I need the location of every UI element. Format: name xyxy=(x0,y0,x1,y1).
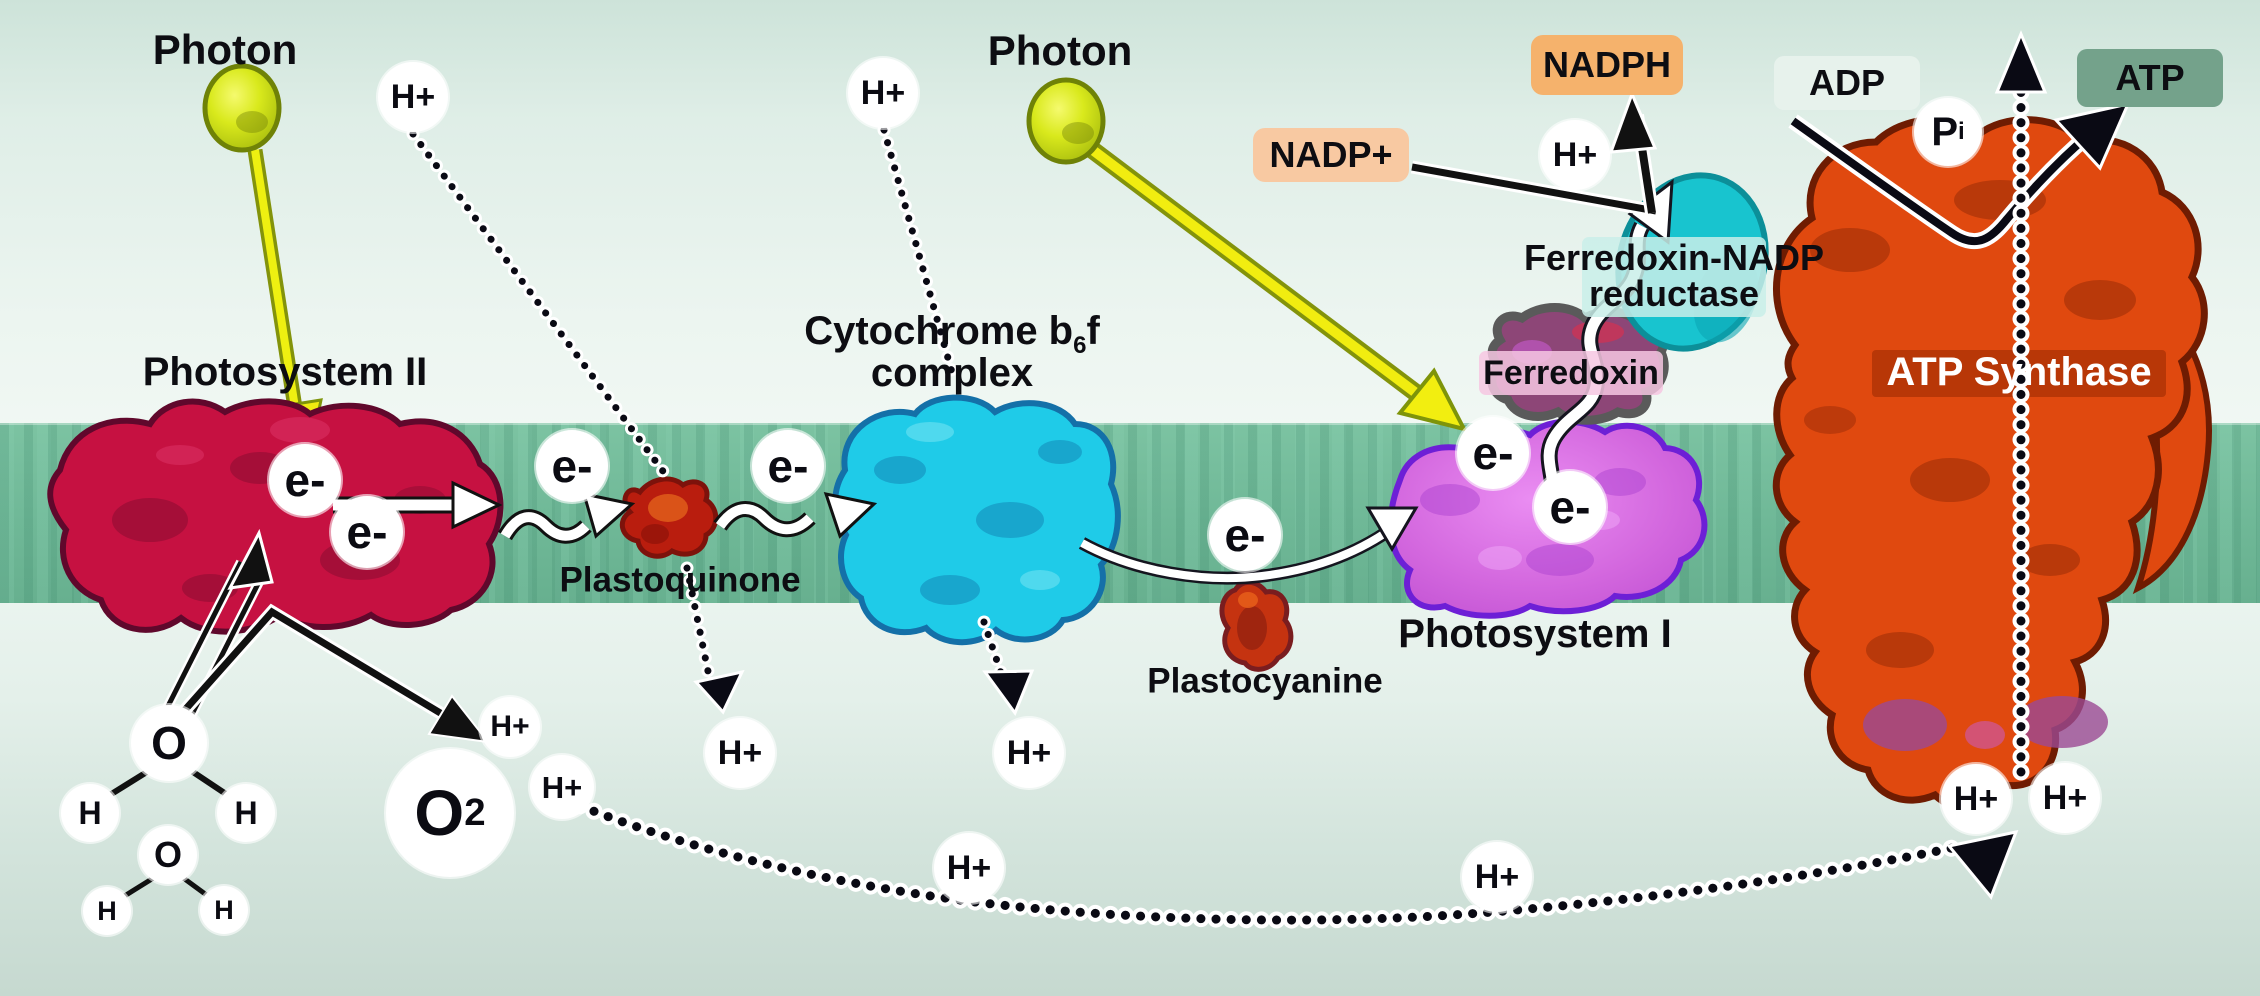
fnr-label-line2: reductase xyxy=(1588,273,1760,314)
plastoquinone-molecule xyxy=(619,476,719,559)
proton-particle: H+ xyxy=(1540,120,1610,190)
proton-path-plastoquinone xyxy=(406,127,745,715)
proton-particle: H+ xyxy=(705,718,775,788)
proton-path-lumen-arc xyxy=(557,791,2019,929)
proton-particle: H+ xyxy=(2030,763,2100,833)
photon-label-2: Photon xyxy=(987,27,1133,74)
photon-beam-2 xyxy=(1084,140,1468,433)
plastocyanine-molecule xyxy=(1219,579,1294,672)
proton-particle: H+ xyxy=(480,697,540,757)
proton-particle: H+ xyxy=(1941,764,2011,834)
electron-wave-arrow-2 xyxy=(713,491,878,539)
cytochrome-label-sub: 6 xyxy=(1073,332,1087,359)
adp-to-atp-arrow xyxy=(1788,101,2131,250)
electron-particle: e- xyxy=(331,496,403,568)
proton-particle: H+ xyxy=(848,58,918,128)
photosystem2-protein xyxy=(47,398,504,635)
electron-particle: e- xyxy=(1457,417,1529,489)
cytochrome-b6f-protein xyxy=(832,394,1121,646)
nadp-line xyxy=(1410,160,1658,218)
cytochrome-label-line2: complex xyxy=(870,351,1034,395)
proton-particle: H+ xyxy=(994,718,1064,788)
water2-hydrogen: H xyxy=(83,887,131,935)
cytochrome-label-post: f xyxy=(1086,309,1100,353)
fnr-label-bg xyxy=(1582,237,1766,317)
atp-synthase-label: ATP Synthase xyxy=(1886,350,2152,394)
proton-particle: H+ xyxy=(1462,842,1532,912)
electron-particle: e- xyxy=(536,430,608,502)
o2-symbol: O xyxy=(414,777,465,849)
water-to-o2-arrow xyxy=(171,603,491,744)
proton-path-atp-synthase xyxy=(1994,30,2048,781)
electron-particle: e- xyxy=(269,444,341,516)
water1-hydrogen: H xyxy=(217,784,275,842)
proton-particle: H+ xyxy=(934,833,1004,903)
proton-path-cytochrome xyxy=(877,123,1035,717)
photon-ball-1 xyxy=(202,63,282,153)
plastocyanine-label: Plastocyanine xyxy=(1147,661,1383,701)
electron-wave-arrow-1 xyxy=(498,492,636,544)
photon-ball-2 xyxy=(1026,77,1106,165)
photosystem1-label: Photosystem I xyxy=(1398,612,1672,656)
cytochrome-label-line1: Cytochrome b6f xyxy=(804,309,1100,358)
proton-particle: H+ xyxy=(530,755,594,819)
nadp-plus-box: NADP+ xyxy=(1253,128,1409,182)
electron-particle: e- xyxy=(1209,499,1281,571)
phosphate-symbol: P xyxy=(1931,110,1958,154)
plastoquinone-label: Plastoquinone xyxy=(559,560,801,600)
water1-oxygen: O xyxy=(131,705,207,781)
proton-particle: H+ xyxy=(378,62,448,132)
atp-synthase-protein xyxy=(1772,115,2212,812)
water1-hydrogen: H xyxy=(61,784,119,842)
water2-hydrogen: H xyxy=(200,886,248,934)
electron-arc-arrow xyxy=(1078,506,1419,585)
electron-particle: e- xyxy=(1534,471,1606,543)
water2-oxygen: O xyxy=(139,826,197,884)
fnr-label-line1: Ferredoxin-NADP xyxy=(1523,237,1825,278)
adp-box: ADP xyxy=(1774,56,1920,110)
ferredoxin-label: Ferredoxin xyxy=(1483,354,1659,392)
nadph-arrow xyxy=(1608,89,1659,215)
ferredoxin-label-bg xyxy=(1479,351,1663,395)
atp-box: ATP xyxy=(2077,49,2223,107)
electron-particle: e- xyxy=(752,430,824,502)
photosystem2-label: Photosystem II xyxy=(142,350,428,394)
nadph-box: NADPH xyxy=(1531,35,1683,95)
cytochrome-label-pre: Cytochrome b xyxy=(804,309,1074,353)
photon-label-1: Photon xyxy=(152,26,298,73)
photon-arrowhead-2 xyxy=(1396,367,1468,433)
